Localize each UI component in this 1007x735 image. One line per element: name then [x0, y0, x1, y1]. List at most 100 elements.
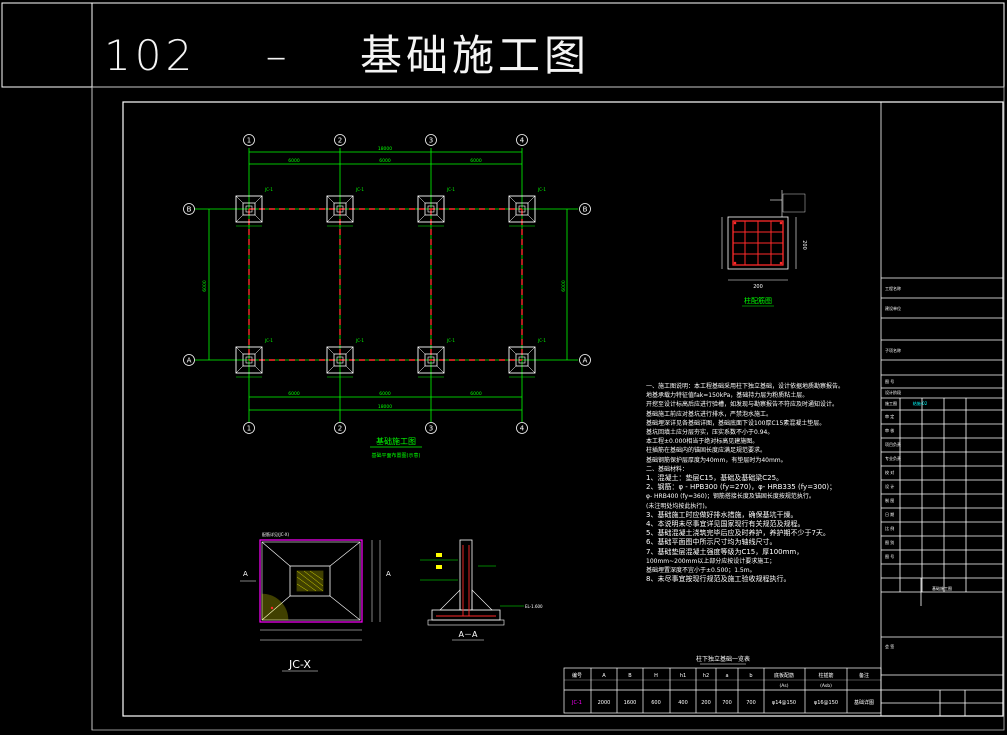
note-line: 100mm~200mm以上部分应按设计要求施工； [646, 557, 776, 565]
schedule-header: h1 [680, 673, 686, 679]
footing-tag: JC-1 [446, 187, 455, 192]
title-block-label: 制 图 [885, 497, 894, 503]
axis-bubble: 2 [334, 422, 346, 434]
general-notes: 一、施工图说明：本工程基础采用柱下独立基础，设计依据地质勘察报告。 地基承载力特… [646, 382, 878, 584]
svg-text:B: B [583, 206, 588, 214]
footing: JC-1 [235, 338, 273, 378]
schedule-header: H [654, 673, 658, 679]
note-line: 基坑回填土应分层夯实，压实系数不小于0.94。 [646, 429, 774, 437]
jcx-caption: JC-X [288, 658, 311, 671]
note-line: 地基承载力特征值fak=150kPa，基础持力层为粉质粘土层。 [646, 392, 809, 400]
note-line: 基础施工前应对基坑进行排水，严禁泡水施工。 [646, 410, 773, 418]
note-line: 基础埋置深度不宜小于±0.500；1.5m。 [646, 567, 756, 575]
plan-tie-beams [248, 208, 523, 361]
svg-text:2: 2 [338, 425, 342, 433]
title-block-label: 工程名称 [885, 285, 901, 291]
svg-text:4: 4 [520, 137, 525, 145]
schedule-subheader: (Asb) [820, 683, 832, 689]
note-line: 基础钢筋保护层厚度为40mm，有垫层时为40mm。 [646, 456, 787, 464]
note-line: 2、钢筋：φ - HPB300 (fy=270)，φ- HRB335 (fy=3… [646, 483, 837, 492]
footing: JC-1 [235, 187, 273, 227]
note-line: 本工程±0.000相当于绝对标高见建施图。 [646, 438, 759, 446]
schedule-title: 柱下独立基础一览表 [696, 655, 750, 663]
sheet-number: 102 [104, 31, 197, 80]
jcx-footing-detail[interactable]: A A 配筋详见(JC-X) JC-X [240, 531, 391, 672]
section-a-a[interactable]: EL-1.600 A－A [420, 539, 543, 641]
schedule-header: 备注 [859, 672, 869, 679]
schedule-header: a [725, 673, 728, 679]
dim-span-top-2: 6000 [379, 158, 391, 164]
schedule-cell: 700 [746, 700, 756, 706]
title-block-drawing-name: 基础施工图 [932, 585, 952, 591]
footing: JC-1 [326, 187, 364, 227]
column-rebar-detail[interactable]: 200 200 柱配筋图 [721, 190, 807, 307]
footing-tag: JC-1 [355, 187, 364, 192]
title-dash: – [265, 31, 291, 80]
title-block-label: 审 核 [885, 427, 894, 433]
axis-bubble: B [183, 203, 195, 215]
note-line: 一、施工图说明：本工程基础采用柱下独立基础，设计依据地质勘察报告。 [646, 383, 845, 390]
note-line: (未注明处均按此执行)。 [646, 502, 711, 510]
dim-total-bottom: 18000 [378, 404, 392, 410]
schedule-header: 底板配筋 [774, 672, 794, 679]
schedule-cell: 基础详图 [854, 699, 874, 706]
title-block-label: 图 号 [885, 553, 894, 559]
plan-caption: 基础施工图 [376, 436, 416, 446]
footing: JC-1 [508, 338, 546, 378]
note-line: 5、基础混凝土浇筑完毕后应及时养护，养护期不少于7天。 [646, 529, 830, 538]
rebar-dim-width: 200 [753, 284, 763, 290]
title-block-label: 校 对 [885, 469, 894, 475]
title-block [880, 102, 1003, 716]
dim-vertical-left: 6000 [202, 280, 208, 292]
title-block-label: 会 签 [885, 643, 894, 649]
footing-tag: JC-1 [446, 338, 455, 343]
note-line: 8、未尽事宜按现行规范及施工验收规程执行。 [646, 575, 791, 584]
axis-bubble: 2 [334, 134, 346, 146]
title-block-sheet: 结施-02 [913, 400, 928, 406]
schedule-cell: 600 [651, 700, 661, 706]
note-line: 柱插筋在基础内的锚固长度应满足规范要求。 [646, 447, 767, 455]
schedule-cell: 2000 [598, 700, 611, 706]
schedule-cell: φ14@150 [772, 700, 796, 706]
dim-span-bottom-3: 6000 [470, 391, 482, 397]
rebar-caption: 柱配筋图 [744, 296, 772, 305]
schedule-cell: 700 [722, 700, 732, 706]
title-block-label: 日 期 [885, 511, 894, 517]
sheet-name: 基础施工图 [360, 31, 591, 80]
svg-text:A: A [187, 357, 192, 365]
axis-bubble: 4 [516, 134, 528, 146]
jcx-section-mark-left: A [243, 570, 248, 578]
footing-tag: JC-1 [264, 338, 273, 343]
rebar-grid [733, 221, 783, 265]
title-block-label: 子项名称 [885, 347, 901, 353]
title-block-label: 审 定 [885, 413, 894, 419]
sheet-border [122, 101, 1004, 717]
axis-bubble: 1 [243, 422, 255, 434]
svg-text:2: 2 [338, 137, 342, 145]
schedule-subheader: (As) [780, 683, 789, 689]
sheet-title: 102 – 基础施工图 [104, 22, 590, 83]
schedule-header: 柱插筋 [818, 672, 833, 679]
schedule-header: h2 [703, 673, 709, 679]
svg-text:1: 1 [247, 425, 251, 433]
note-line: 开挖至设计标高后应进行验槽，如发现与勘察报告不符应及时通知设计。 [646, 401, 839, 409]
svg-text:1: 1 [247, 137, 251, 145]
plan-subcaption: 基础平面布置图(示意) [372, 452, 421, 459]
schedule-cell: JC-1 [571, 700, 582, 706]
dim-span-top-1: 6000 [288, 158, 300, 164]
axis-bubble: 3 [425, 422, 437, 434]
svg-text:4: 4 [520, 425, 525, 433]
footing-tag: JC-1 [355, 338, 364, 343]
title-block-label: 项目负责 [885, 441, 901, 447]
section-elevation: EL-1.600 [525, 604, 543, 609]
footing-tag: JC-1 [537, 338, 546, 343]
note-line: 4、本说明未尽事宜详见国家现行有关规范及规程。 [646, 520, 805, 529]
title-block-label: 设计阶段 [885, 389, 901, 395]
schedule-header: b [749, 673, 752, 679]
plan-dimensions [208, 151, 568, 411]
